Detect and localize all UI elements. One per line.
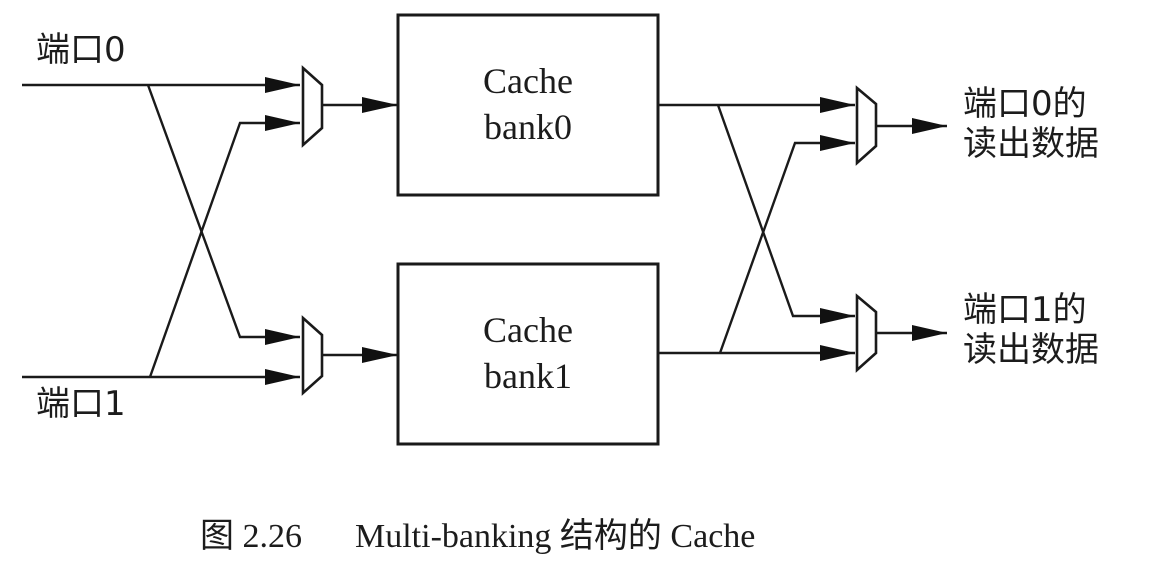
arrow-icon: [820, 345, 855, 361]
output-mux-port0: [855, 85, 878, 166]
output-port1-label: 端口1的 读出数据: [963, 290, 1099, 370]
input-mux-bank0: [301, 65, 324, 148]
arrow-icon: [362, 347, 398, 363]
port0-output-arrow: [876, 118, 947, 134]
output-port0-line1: 端口0的: [963, 84, 1087, 124]
input-port0-label: 端口0: [36, 30, 126, 70]
cache-bank1-line1: Cache: [483, 310, 573, 350]
output-mux-port1: [855, 293, 878, 373]
output-port0-label: 端口0的 读出数据: [963, 84, 1099, 164]
arrow-icon: [820, 97, 855, 113]
input-port1-wire: [22, 369, 300, 385]
arrow-icon: [265, 329, 300, 345]
arrow-icon: [820, 308, 855, 324]
arrow-icon: [820, 135, 855, 151]
output-port1-line2: 读出数据: [963, 330, 1099, 370]
left-crossover-port1-to-bank0: [148, 115, 300, 378]
arrow-icon: [265, 77, 300, 93]
cache-bank1-box: [396, 262, 660, 446]
arrow-icon: [265, 115, 300, 131]
figure-caption: 图 2.26 Multi-banking 结构的 Cache: [200, 508, 755, 557]
bank0-output-wire: [658, 97, 855, 113]
output-port0-line2: 读出数据: [963, 124, 1099, 164]
input-port0-wire: [22, 77, 300, 93]
right-crossover-bank0-to-port1: [716, 104, 855, 324]
figure-title: Multi-banking 结构的 Cache: [355, 518, 756, 555]
right-crossover-bank1-to-port0: [718, 135, 855, 354]
arrow-icon: [912, 118, 947, 134]
cache-bank0-label: Cache bank0: [398, 58, 658, 150]
mux0-to-bank0-wire: [322, 97, 398, 113]
cache-bank1-label: Cache bank1: [398, 307, 658, 399]
cache-bank0-box: [396, 13, 660, 197]
left-crossover-port0-to-bank1: [146, 84, 300, 345]
arrow-icon: [912, 325, 947, 341]
arrow-icon: [265, 369, 300, 385]
figure-number: 图 2.26: [200, 518, 302, 555]
port1-output-arrow: [876, 325, 947, 341]
mux1-to-bank1-wire: [322, 347, 398, 363]
cache-bank0-line1: Cache: [483, 61, 573, 101]
output-port1-line1: 端口1的: [963, 290, 1087, 330]
input-mux-bank1: [301, 315, 324, 396]
cache-bank1-line2: bank1: [484, 356, 572, 396]
arrow-icon: [362, 97, 398, 113]
input-port1-label: 端口1: [36, 384, 126, 424]
cache-bank0-line2: bank0: [484, 107, 572, 147]
bank1-output-wire: [658, 345, 855, 361]
